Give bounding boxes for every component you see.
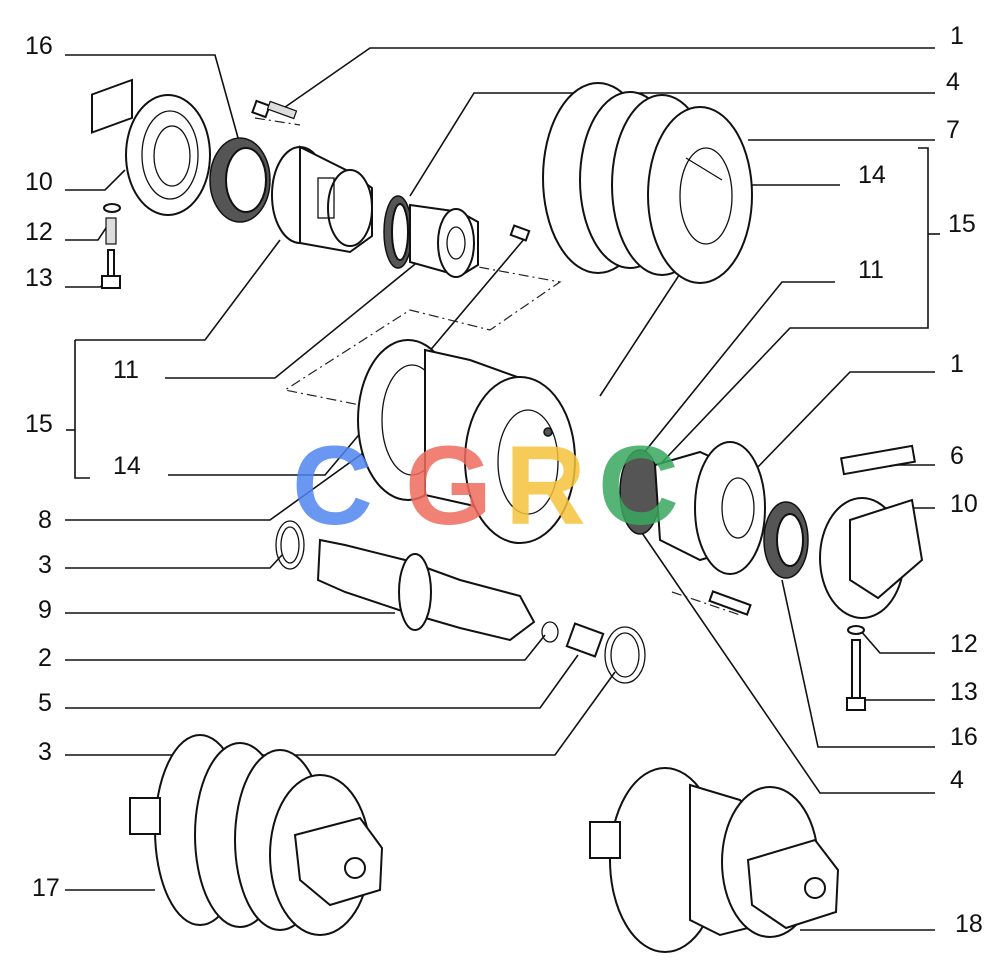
part-shaft [275,520,646,684]
callout-1-top: 1 [950,22,964,50]
callout-11-right: 11 [858,256,884,284]
callout-6: 6 [950,442,964,470]
leader-16a [65,54,241,146]
watermark-logo: C G R C [292,423,679,548]
callout-12-right: 12 [950,630,978,658]
callout-15-right: 15 [948,210,976,238]
watermark-letter-1: C [292,423,373,548]
callout-14-right: 14 [858,161,886,189]
callout-16-left: 16 [25,32,53,60]
watermark-letter-2: G [405,423,492,548]
leader-10a [65,169,126,191]
part-roller-top [542,82,753,284]
part-bolt-top [251,99,298,120]
leader-4a [409,92,935,197]
callout-12-left: 12 [25,218,53,246]
callout-7: 7 [946,116,960,144]
leader-14b [168,237,526,476]
axis-assembly-left [283,259,562,406]
part-collar-left [271,145,373,254]
part-bolt-right [846,625,866,711]
part-seal-right [763,501,809,579]
leader-4b [639,529,935,794]
axis-bolt-top [254,117,301,126]
leader-2 [65,634,546,661]
part-sleeve-top [383,195,531,278]
callout-10-left: 10 [25,168,53,196]
watermark-letter-3: R [505,423,586,548]
callout-10-right: 10 [950,490,978,518]
leader-11a [629,281,835,471]
axis-bolt-right [671,591,741,616]
leader-16b [781,579,935,748]
callout-8: 8 [38,506,52,534]
leader-12b [859,629,935,654]
callout-labels: 1 4 7 14 15 11 1 6 10 12 13 16 4 18 16 1… [25,22,983,938]
callout-3-bottom: 3 [38,738,52,766]
part-seal-left [209,137,271,223]
callout-9: 9 [38,596,52,624]
leader-5 [65,654,579,709]
bracket-15b-link [75,239,281,341]
part-roller-assembly-17 [129,734,384,936]
callout-4-right: 4 [950,766,964,794]
leader-12a [65,224,109,241]
callout-15-left: 15 [25,410,53,438]
bracket-15a [649,147,929,476]
callout-1-right: 1 [950,350,964,378]
part-roller-assembly-18 [589,767,840,953]
watermark-letter-4: C [598,423,679,548]
part-roller-center [357,339,576,544]
leader-1a [277,47,935,113]
leader-3b [65,671,616,756]
part-bolt-left [101,203,121,289]
callout-11-left: 11 [113,356,139,384]
callout-16-right: 16 [950,723,978,751]
callout-3-left: 3 [38,551,52,579]
bracket-15b [74,430,90,479]
callout-18: 18 [955,910,983,938]
callout-4-top: 4 [946,68,960,96]
callout-17: 17 [32,874,60,902]
callout-5: 5 [38,689,52,717]
part-end-cap-right [819,444,924,619]
callout-13-left: 13 [25,264,53,292]
leader-11b [165,255,426,379]
callout-2: 2 [38,644,52,672]
leader-1b [754,371,935,471]
callout-14-left: 14 [113,452,141,480]
leader-8 [65,447,371,521]
leader-3a [65,554,283,569]
part-end-cap-left [91,78,211,216]
leader-lines [65,47,940,931]
callout-13-right: 13 [950,678,978,706]
part-collar-right [619,441,766,616]
